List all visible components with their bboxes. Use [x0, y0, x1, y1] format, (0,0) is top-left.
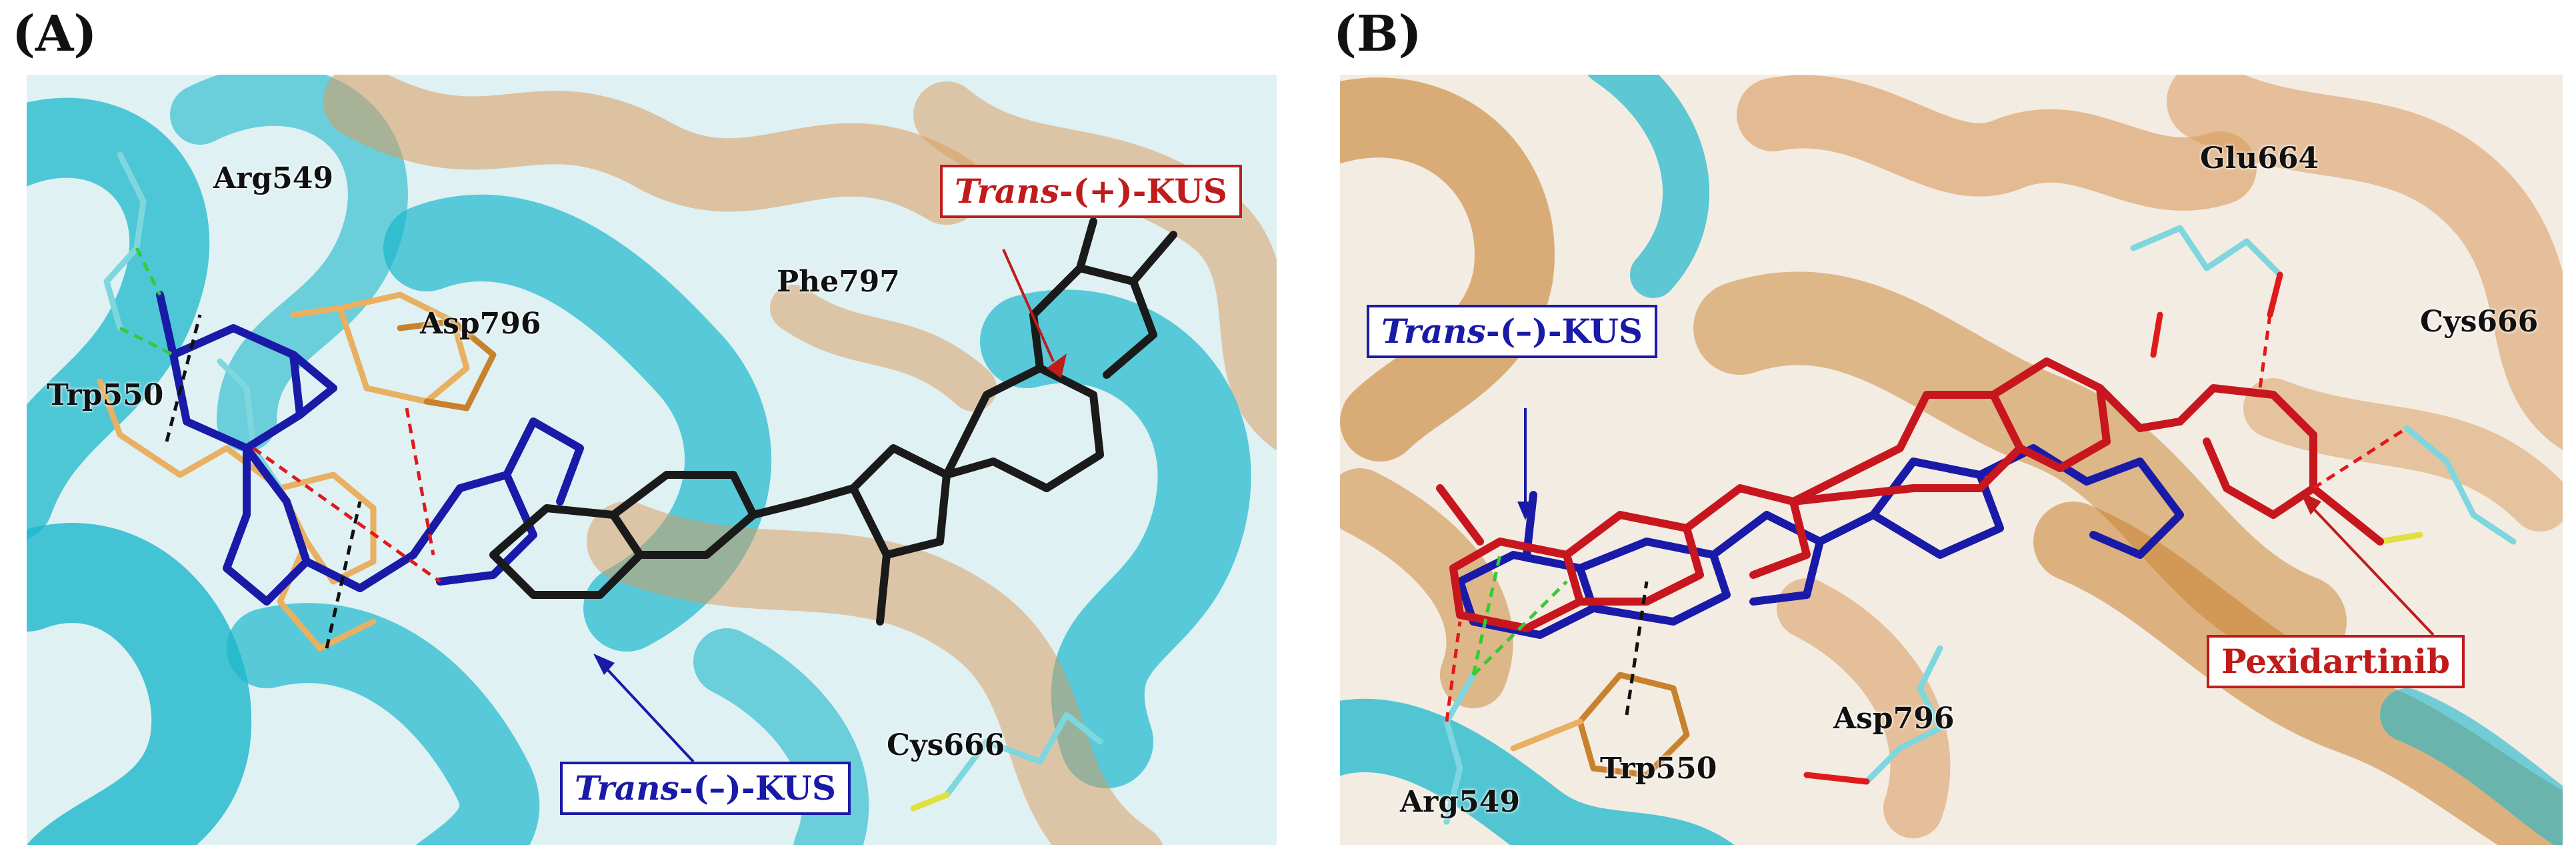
sheet-ribbon: [587, 502, 1163, 845]
residue-label-asp796-b: Asp796: [1833, 702, 1955, 736]
hbond-red: [1445, 621, 1462, 722]
interactions-b: [1445, 314, 2408, 722]
pi-stack: [1625, 581, 1649, 716]
sheet-ribbon: [1693, 271, 2347, 668]
ligand-black-a: [489, 217, 1177, 626]
residue-label-arg549: Arg549: [213, 161, 333, 195]
protein-ribbons-b: [1340, 75, 2563, 845]
helix-ribbon: [27, 97, 210, 540]
residue-label-glu664: Glu664: [2200, 141, 2319, 175]
trp550-ring-b: [1577, 672, 1690, 778]
ligand-label-prefix: Trans: [955, 171, 1059, 211]
ligand-label-prefix: Trans: [575, 768, 679, 808]
residue-label-arg549-b: Arg549: [1400, 785, 1520, 819]
sheet-ribbon: [323, 75, 983, 225]
ligand-label-pexidartinib: Pexidartinib: [2207, 635, 2465, 688]
phe797-ring: [337, 291, 470, 405]
sheet-ribbon: [1737, 75, 2257, 211]
sheet-ribbon: [913, 81, 1277, 451]
helix-ribbon: [2380, 688, 2563, 845]
protein-ribbons-a: [27, 75, 1277, 845]
pi-stack: [165, 314, 202, 442]
panel-a-structure: [27, 75, 1277, 845]
cys666-s: [910, 792, 950, 812]
hbond-green: [135, 247, 162, 296]
interactions-a: [119, 247, 441, 649]
ligand-label-suffix: -(–)-KUS: [1485, 311, 1643, 351]
helix-ribbon: [1587, 75, 1710, 298]
ligand-label-trans-minus-kus-a: Trans-(–)-KUS: [560, 762, 851, 815]
glu664-stick: [2130, 225, 2283, 278]
arg549-stick-b: [1443, 672, 1477, 825]
sheet-ribbon: [1777, 578, 1951, 838]
ligand-label-trans-plus-kus: Trans-(+)-KUS: [940, 165, 1242, 218]
residue-label-trp550: Trp550: [47, 378, 164, 412]
hbond-green: [1471, 554, 1502, 676]
asp796-stick: [217, 358, 283, 492]
helix-ribbon: [693, 628, 869, 845]
residue-label-trp550-b: Trp550: [1600, 752, 1717, 786]
residue-label-asp796: Asp796: [420, 307, 541, 341]
helix-ribbon: [1340, 698, 1734, 845]
residue-label-phe797: Phe797: [777, 265, 900, 299]
cys666-stick: [943, 712, 1103, 798]
ligand-blue-a: [156, 291, 584, 606]
arrow-red-line: [1002, 249, 1055, 362]
arrows-a: [593, 249, 1067, 763]
sheet-ribbon: [2167, 75, 2563, 448]
glu664-o: [2267, 271, 2283, 318]
pi-stack-red: [405, 407, 435, 556]
arrow-red-head-b: [2300, 492, 2321, 515]
ligand-label-trans-minus-kus-b: Trans-(–)-KUS: [1367, 305, 1658, 358]
hbond-green: [119, 326, 175, 357]
pi-stack: [325, 501, 362, 649]
hbond-red: [2258, 314, 2272, 389]
panel-a-docking-view: Arg549 Trp550 Asp796 Phe797 Cys666 Trans…: [27, 75, 1277, 845]
hbond-red: [2312, 426, 2408, 490]
ligand-label-prefix: Trans: [1381, 311, 1486, 351]
trp550-chain-b: [1510, 718, 1583, 752]
hbond-red: [252, 446, 441, 584]
panel-b-letter: (B): [1333, 5, 1422, 63]
asp796-stick-b: [1863, 645, 1943, 785]
arrow-red-line-b: [2305, 500, 2435, 636]
panel-b-docking-view: Glu664 Cys666 Asp796 Arg549 Trp550 Trans…: [1340, 75, 2563, 845]
phe797-chain: [290, 305, 343, 318]
ligand-label-suffix: -(+)-KUS: [1059, 171, 1227, 211]
ligand-red-b: [1436, 357, 2384, 632]
helix-ribbon: [27, 523, 252, 845]
residue-label-cys666: Cys666: [887, 728, 1005, 762]
arrows-b: [1517, 408, 2435, 636]
sheet-ribbon: [770, 285, 997, 411]
ligand-label-suffix: Pexidartinib: [2221, 642, 2450, 681]
phe797-extra: [397, 318, 497, 411]
arrow-blue-head-b: [1517, 502, 1533, 520]
cys666-s-b: [2377, 532, 2423, 545]
arrow-red-head: [1047, 353, 1067, 378]
helix-ribbon: [170, 75, 408, 452]
asp796-o: [1803, 772, 1870, 785]
residue-sticks-b: [1443, 225, 2517, 825]
sheet-ribbon: [1340, 77, 1555, 462]
glu664-o2: [2150, 311, 2163, 358]
ligand-label-suffix: -(–)-KUS: [679, 768, 837, 808]
arrow-blue-head: [593, 654, 615, 675]
ligand-blue-b: [1456, 444, 2184, 639]
helix-ribbon: [227, 603, 540, 845]
panel-b-structure: [1340, 75, 2563, 845]
helix-ribbon: [980, 289, 1251, 788]
arrow-blue-line: [599, 660, 695, 763]
cys666-stick-b: [2403, 425, 2517, 545]
hbond-green: [1472, 580, 1568, 676]
residue-label-cys666-b: Cys666: [2420, 305, 2539, 339]
sheet-ribbon: [2243, 378, 2563, 532]
panel-a-letter: (A): [12, 5, 97, 63]
